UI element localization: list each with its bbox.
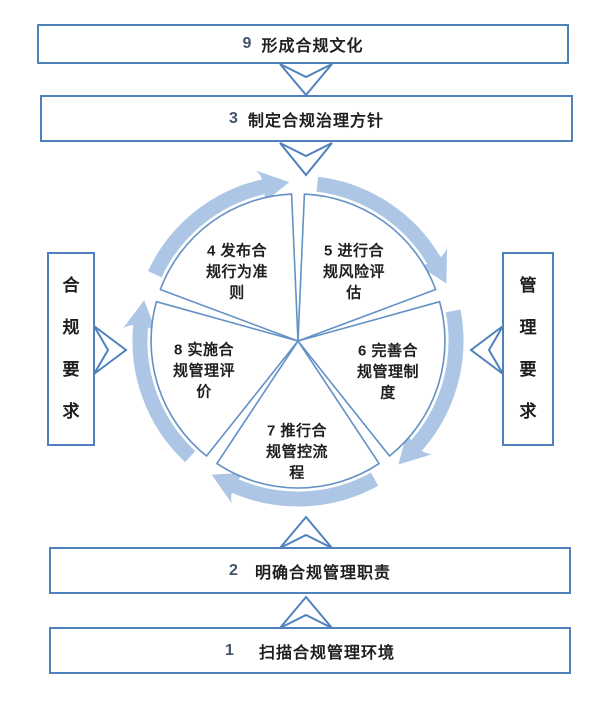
box-3-number: 3	[229, 109, 239, 127]
cycle-arc-left-top-icon	[122, 300, 196, 463]
wedge-5-line-3: 估	[346, 284, 362, 302]
arrow-up-2-icon	[279, 595, 333, 629]
box-right-frame	[502, 252, 554, 446]
arrow-up-1-icon	[279, 515, 333, 549]
box-management-requirements: 管理要求	[503, 253, 553, 445]
wedge-8-shape	[150, 300, 299, 457]
box-9-frame	[37, 24, 569, 64]
box-left-frame	[47, 252, 95, 446]
management-requirements-label: 管理要求	[519, 276, 537, 421]
wedge-6-line-3: 度	[380, 384, 396, 402]
box-1-scan-management-environment: 1 扫描合规管理环境	[50, 628, 570, 673]
cycle-arc-top-right-icon	[316, 176, 448, 284]
wedge-7-line-2: 规管控流	[265, 443, 329, 461]
cycle-arc-right-bottom-icon	[398, 309, 464, 465]
arrow-left-icon	[469, 325, 504, 375]
cycle-arrow-band	[122, 170, 464, 507]
box-3-frame	[40, 95, 573, 142]
box-9-label: 形成合规文化	[261, 38, 364, 55]
box-3-set-governance-policy: 3 制定合规治理方针	[41, 96, 572, 141]
wedge-8-line-1: 8 实施合	[173, 341, 235, 359]
box-1-label: 扫描合规管理环境	[258, 644, 395, 662]
box-compliance-requirements: 合规要求	[48, 253, 94, 445]
wedge-7-label: 7 推行合 规管控流 程	[266, 421, 328, 484]
wedge-5-line-2: 规风险评	[322, 263, 386, 281]
wedge-5-label: 5 进行合 规风险评 估	[323, 241, 385, 304]
wedge-4-line-2: 规行为准	[205, 263, 269, 281]
wedge-4-line-3: 则	[229, 284, 245, 302]
wedge-6-line-1: 6 完善合	[357, 342, 419, 360]
wedge-8-line-2: 规管理评	[172, 362, 236, 380]
wedge-4-shape	[159, 193, 299, 342]
wedge-7-line-1: 7 推行合	[266, 422, 328, 440]
box-1-frame	[49, 627, 571, 674]
wedge-5-line-1: 5 进行合	[323, 242, 385, 260]
box-2-clarify-management-duties: 2 明确合规管理职责	[50, 548, 570, 593]
compliance-requirements-label: 合规要求	[62, 276, 80, 421]
wedge-6-label: 6 完善合 规管理制 度	[357, 341, 419, 404]
box-2-label: 明确合规管理职责	[254, 564, 391, 582]
box-2-frame	[49, 547, 571, 594]
wedge-4-label: 4 发布合 规行为准 则	[206, 241, 268, 304]
arrow-right-icon	[93, 325, 128, 375]
box-3-label: 制定合规治理方针	[247, 112, 384, 130]
wedge-4-line-1: 4 发布合	[206, 242, 268, 260]
wedge-8-line-3: 价	[196, 383, 212, 401]
wedge-6-line-2: 规管理制	[356, 363, 420, 381]
arrow-down-1-icon	[279, 63, 333, 97]
arrow-down-2-icon	[279, 142, 333, 177]
box-2-number: 2	[229, 561, 239, 579]
wedge-5-shape	[297, 193, 437, 342]
cycle-wedges	[150, 193, 446, 489]
wedge-7-shape	[216, 340, 380, 489]
wedge-6-shape	[297, 300, 446, 457]
cycle-arc-bottom-left-icon	[211, 472, 379, 507]
wedge-8-label: 8 实施合 规管理评 价	[173, 340, 235, 403]
box-1-number: 1	[225, 641, 235, 659]
wedge-7-line-3: 程	[289, 464, 305, 482]
cycle-arc-top-left-icon	[148, 170, 290, 278]
connector-arrows	[93, 63, 504, 629]
box-9-number: 9	[242, 35, 253, 52]
flow-box-frames	[37, 24, 573, 674]
box-9-form-compliance-culture: 9 形成合规文化	[38, 25, 568, 63]
